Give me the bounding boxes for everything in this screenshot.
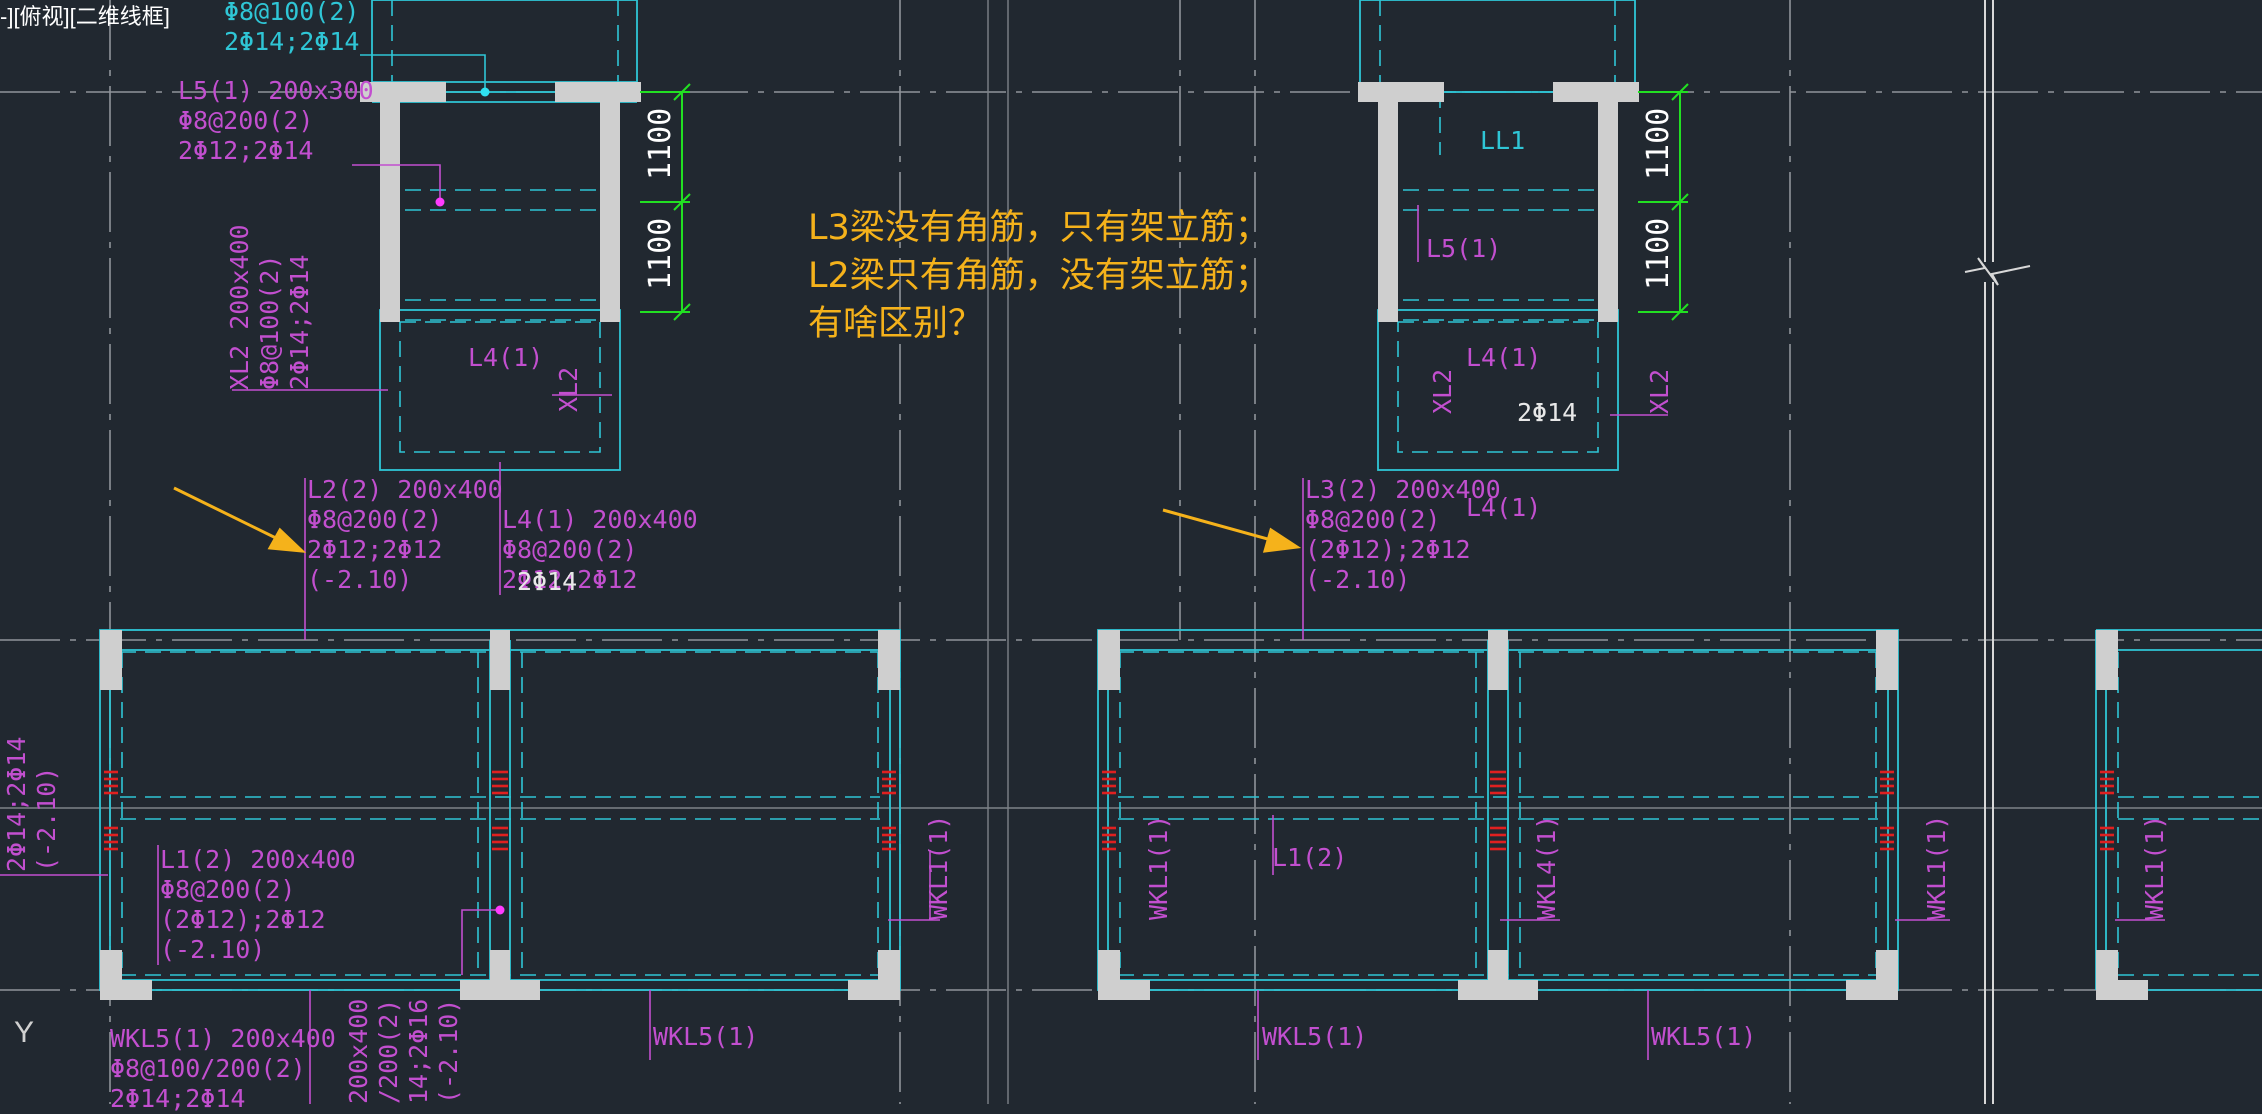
beam-label-left-edge: 2Φ14;2Φ14 (-2.10) <box>2 736 61 872</box>
beam-label-2c14-right: 2Φ14 <box>1517 398 1578 427</box>
walls-far-right <box>2096 630 2148 1000</box>
beam-label-bottom-vertical: 200x400 /200(2) 14;2Φ16 (-2.10) <box>344 998 463 1104</box>
beam-label-wkl5: WKL5(1) 200x400 Φ8@100/200(2) 2Φ14;2Φ14 <box>110 1024 336 1113</box>
rebar-markers <box>104 770 2114 851</box>
beam-label-wkl5-r1: WKL5(1) <box>1262 1022 1368 1051</box>
beam-label-l4-right-inner: L4(1) <box>1466 343 1542 372</box>
dimension-label: 1100 <box>1641 107 1676 180</box>
beam-dashed-right-upper <box>1378 0 1618 453</box>
dimension-label: 1100 <box>643 107 678 180</box>
beam-label-wkl5-r2: WKL5(1) <box>1651 1022 1757 1051</box>
break-line <box>1964 0 2031 1104</box>
annotation-arrow-left <box>173 486 307 553</box>
beam-label-wkl4-r: WKL4(1) <box>1532 814 1561 920</box>
beam-dashed-left-upper <box>380 0 620 453</box>
dimension-label: 1100 <box>1641 217 1676 290</box>
beam-label-wkl1-left: WKL1(1) <box>924 814 953 920</box>
viewport-label[interactable]: -][俯视][二维线框] <box>0 4 170 29</box>
beam-outlines-far-right <box>2095 629 2262 991</box>
beam-label-xl2-right-b: XL2 <box>1645 368 1674 414</box>
beam-label-l2: L2(2) 200x400 Φ8@200(2) 2Φ12;2Φ12 (-2.10… <box>307 475 503 594</box>
walls-right-lower <box>1098 630 1898 1000</box>
beam-label-l5-right: L5(1) <box>1426 234 1502 263</box>
walls-right-upper <box>1358 82 1639 322</box>
beam-dashed-right-lower <box>1118 651 1878 976</box>
ucs-y-axis-label: Y <box>14 1016 35 1049</box>
beam-label-xl2-inner: XL2 <box>554 366 583 412</box>
beam-label-l5: L5(1) 200x300 Φ8@200(2) 2Φ12;2Φ14 <box>178 76 374 165</box>
walls-left-lower <box>100 630 900 1000</box>
beam-label-l1: L1(2) 200x400 Φ8@200(2) (2Φ12);2Φ12 (-2.… <box>160 845 356 964</box>
beam-label-wkl1-r1: WKL1(1) <box>1144 814 1173 920</box>
question-annotation: L3梁没有角筋，只有架立筋； L2梁只有角筋，没有架立筋； 有啥区别？ <box>808 208 1270 344</box>
beam-label-ll1: LL1 <box>1480 126 1526 155</box>
beam-label-l3: L3(2) 200x400 Φ8@200(2) (2Φ12);2Φ12 (-2.… <box>1305 475 1501 594</box>
beam-label-xl2: XL2 200x400 Φ8@100(2) 2Φ14;2Φ14 <box>225 224 314 390</box>
beam-label-xl2-right-a: XL2 <box>1428 368 1457 414</box>
beam-label-2c14-overlap: 2Φ14 <box>517 567 578 596</box>
walls-left-upper <box>360 82 641 322</box>
beam-label-l4: L4(1) 200x400 Φ8@200(2) 2Φ12;2Φ12 <box>502 505 698 594</box>
beam-dashed-far-right <box>2117 652 2262 976</box>
leader-lines-cyan <box>360 54 486 92</box>
beam-label-l4-right: L4(1) <box>1466 493 1542 522</box>
beam-label-l4-inner: L4(1) <box>468 343 544 372</box>
dimension-lines <box>640 83 1689 321</box>
dimension-label: 1100 <box>643 217 678 290</box>
beam-label-top: Φ8@100(2) 2Φ14;2Φ14 <box>224 0 360 56</box>
leader-lines-magenta <box>0 164 2165 1104</box>
beam-outlines-left-upper <box>371 0 638 471</box>
beam-label-wkl1-far: WKL1(1) <box>2140 814 2169 920</box>
annotation-arrow-right <box>1162 508 1302 553</box>
beam-label-l1-right: L1(2) <box>1272 843 1348 872</box>
beam-label-wkl1-r2: WKL1(1) <box>1922 814 1951 920</box>
grip-points[interactable] <box>435 87 505 915</box>
beam-label-wkl5-mid: WKL5(1) <box>653 1022 759 1051</box>
